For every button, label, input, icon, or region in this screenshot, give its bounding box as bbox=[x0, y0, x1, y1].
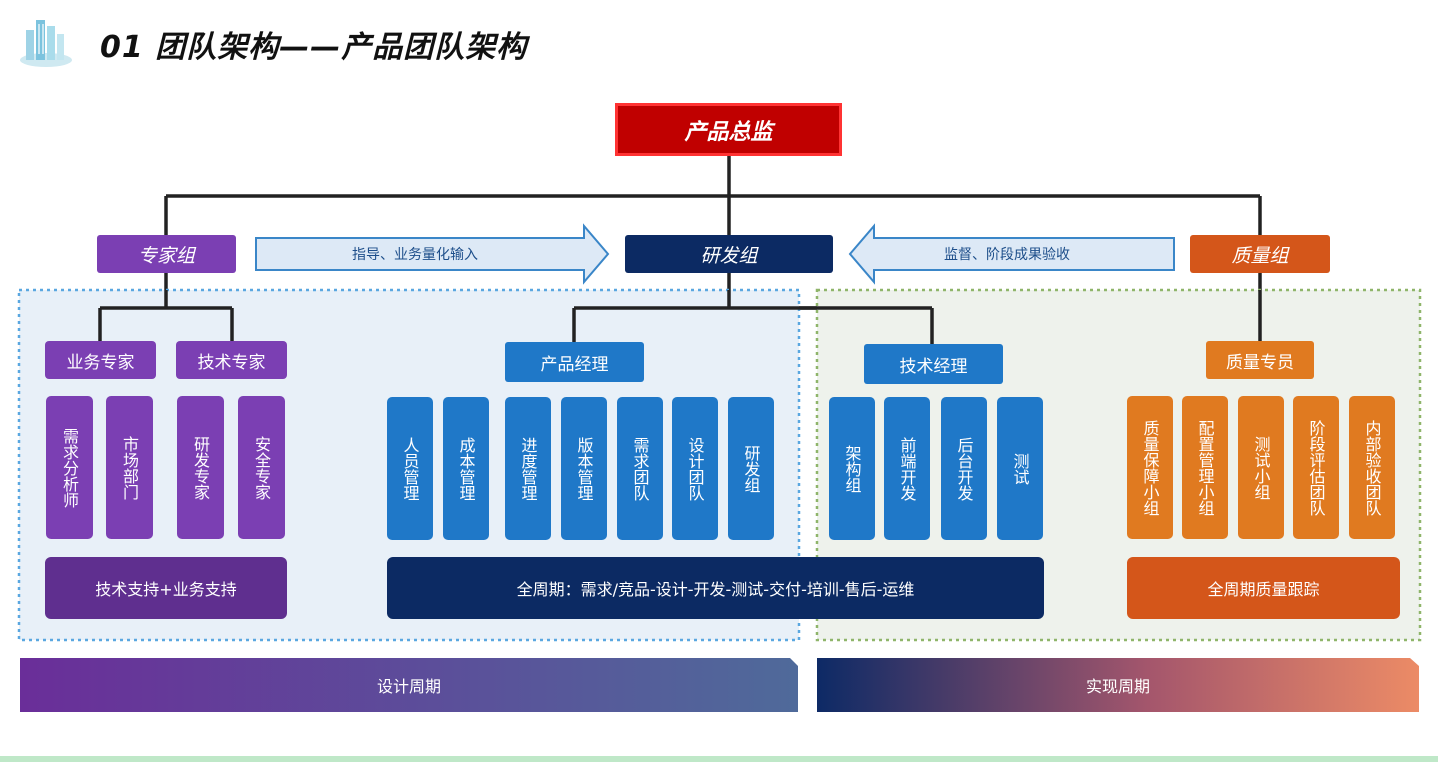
support-label: 技术支持+业务支持 bbox=[95, 580, 237, 599]
qa-item: 内部验收团队 bbox=[1349, 396, 1395, 539]
tech-manager-label: 技术经理 bbox=[899, 356, 968, 377]
qa-item: 配置管理小组 bbox=[1182, 396, 1228, 539]
expert-item: 研发专家 bbox=[177, 396, 224, 539]
business-expert-label: 业务专家 bbox=[66, 352, 135, 373]
business-expert-box: 业务专家 bbox=[45, 341, 156, 379]
expert-group-box: 专家组 bbox=[97, 235, 236, 273]
building-logo-icon bbox=[20, 20, 72, 67]
support-box: 技术支持+业务支持 bbox=[45, 557, 287, 619]
quality-group-box: 质量组 bbox=[1190, 235, 1330, 273]
rd-group-label: 研发组 bbox=[700, 244, 758, 267]
expert-group-label: 专家组 bbox=[137, 244, 195, 267]
product-manager-box: 产品经理 bbox=[505, 342, 644, 382]
supervise-arrow-label: 监督、阶段成果验收 bbox=[944, 247, 1070, 263]
design-cycle-band: 设计周期 bbox=[20, 658, 798, 712]
lifecycle-label: 全周期：需求/竞品-设计-开发-测试-交付-培训-售后-运维 bbox=[516, 580, 915, 599]
impl-cycle-label: 实现周期 bbox=[1085, 677, 1150, 696]
pm-item: 研发组 bbox=[728, 397, 774, 540]
tm-item: 测试 bbox=[997, 397, 1043, 540]
qa-specialist-label: 质量专员 bbox=[1226, 352, 1294, 373]
expert-item: 需求分析师 bbox=[46, 396, 93, 539]
quality-tracking-box: 全周期质量跟踪 bbox=[1127, 557, 1400, 619]
rd-group-box: 研发组 bbox=[625, 235, 833, 273]
pm-item: 设计团队 bbox=[672, 397, 718, 540]
pm-item: 人员管理 bbox=[387, 397, 433, 540]
design-band-shape bbox=[20, 658, 798, 712]
impl-band-shape bbox=[817, 658, 1419, 712]
qa-item: 测试小组 bbox=[1238, 396, 1284, 539]
lifecycle-box: 全周期：需求/竞品-设计-开发-测试-交付-培训-售后-运维 bbox=[387, 557, 1044, 619]
qa-item: 阶段评估团队 bbox=[1293, 396, 1339, 539]
tech-expert-label: 技术专家 bbox=[197, 352, 266, 373]
product-manager-label: 产品经理 bbox=[540, 354, 609, 375]
tm-item: 前端开发 bbox=[884, 397, 930, 540]
tm-item: 架构组 bbox=[829, 397, 875, 540]
pm-item: 版本管理 bbox=[561, 397, 607, 540]
pm-item: 成本管理 bbox=[443, 397, 489, 540]
qa-item: 质量保障小组 bbox=[1127, 396, 1173, 539]
quality-tracking-label: 全周期质量跟踪 bbox=[1207, 580, 1320, 599]
impl-cycle-band: 实现周期 bbox=[817, 658, 1419, 712]
guide-arrow bbox=[255, 223, 610, 285]
qa-specialist-box: 质量专员 bbox=[1206, 341, 1314, 379]
tm-item: 后台开发 bbox=[941, 397, 987, 540]
expert-item: 市场部门 bbox=[106, 396, 153, 539]
page-title: 01 团队架构——产品团队架构 bbox=[100, 30, 528, 65]
pm-item: 需求团队 bbox=[617, 397, 663, 540]
pm-item: 进度管理 bbox=[505, 397, 551, 540]
product-director-label: 产品总监 bbox=[684, 119, 773, 145]
tech-manager-box: 技术经理 bbox=[864, 344, 1003, 384]
quality-group-label: 质量组 bbox=[1231, 244, 1289, 267]
product-director-box: 产品总监 bbox=[615, 103, 842, 156]
supervise-arrow bbox=[848, 223, 1175, 285]
design-cycle-label: 设计周期 bbox=[376, 677, 441, 696]
tech-expert-box: 技术专家 bbox=[176, 341, 287, 379]
expert-item: 安全专家 bbox=[238, 396, 285, 539]
guide-arrow-label: 指导、业务量化输入 bbox=[352, 247, 478, 263]
